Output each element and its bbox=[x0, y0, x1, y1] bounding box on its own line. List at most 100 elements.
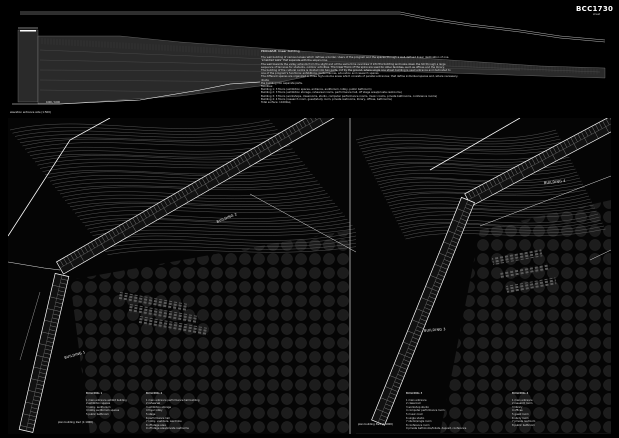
spine-cell-line bbox=[278, 133, 282, 141]
spine-cell-line bbox=[146, 209, 151, 217]
spine-cell-line bbox=[163, 199, 168, 207]
contour-line bbox=[396, 210, 597, 222]
contour-line bbox=[107, 246, 356, 255]
spine-cell-line bbox=[390, 392, 397, 396]
contour-line bbox=[388, 195, 590, 207]
spine-cell-line bbox=[478, 186, 483, 193]
spine-cell-line bbox=[415, 329, 423, 333]
spine-cell-line bbox=[226, 163, 230, 171]
contour-line bbox=[390, 198, 591, 210]
spine-cell-line bbox=[521, 163, 525, 171]
legend-item: 8 public bathroom bbox=[512, 423, 535, 427]
contour-line bbox=[405, 228, 606, 240]
contour-line bbox=[14, 126, 276, 137]
contour-line bbox=[356, 129, 557, 141]
spine-cell-line bbox=[341, 98, 345, 104]
contour-line bbox=[99, 235, 356, 246]
legend-item: 3 exhibition storage bbox=[146, 405, 171, 409]
legend-item: 4 computer performance room bbox=[406, 409, 445, 413]
sheet-subtitle: sheet bbox=[593, 13, 601, 16]
contour-line bbox=[74, 203, 336, 214]
spine-cell-line bbox=[323, 108, 327, 114]
spine-cell-line bbox=[73, 251, 78, 259]
spine-cell-line bbox=[34, 395, 41, 398]
spine-cell-line bbox=[94, 239, 99, 247]
legend-item: 5 public bathroom bbox=[86, 412, 109, 416]
spine-cell-line bbox=[455, 229, 463, 233]
spine-cell-line bbox=[42, 360, 50, 363]
spine-cell-line bbox=[420, 318, 427, 322]
contour-line bbox=[373, 165, 575, 177]
contour-line bbox=[59, 183, 321, 195]
program-paragraph: 'inhabited walls' that separate with the… bbox=[261, 59, 328, 63]
spine-cell-line bbox=[397, 374, 405, 378]
spine-cell-line bbox=[229, 161, 234, 169]
spine-cell-line bbox=[503, 173, 507, 180]
contour-line bbox=[394, 207, 596, 219]
spine-cell-line bbox=[54, 306, 62, 308]
spine-cell-line bbox=[239, 155, 244, 163]
spine-cell-line bbox=[388, 396, 396, 400]
spine-cell-line bbox=[281, 131, 286, 139]
legend-item: 6 single studio bbox=[406, 416, 425, 420]
spine-cell-line bbox=[524, 161, 529, 169]
contour-line bbox=[360, 138, 561, 150]
spine-cell-line bbox=[412, 337, 420, 340]
spine-cell-line bbox=[31, 407, 39, 410]
contour-line bbox=[379, 177, 581, 189]
spine-cell-line bbox=[33, 399, 41, 402]
spine-cell-line bbox=[84, 245, 88, 253]
contour-line bbox=[397, 213, 599, 225]
legend-item: 3 library bbox=[512, 405, 523, 409]
spine-cell-line bbox=[80, 247, 85, 255]
spine-cell-line bbox=[437, 274, 445, 277]
sheet-title: BCC1730 bbox=[576, 5, 614, 13]
spine-cell-line bbox=[379, 418, 387, 422]
spine-cell-line bbox=[605, 118, 610, 125]
spine-cell-line bbox=[38, 376, 46, 379]
spine-cell-line bbox=[91, 241, 95, 249]
spine-cell-line bbox=[577, 133, 582, 140]
program-description: PROGRAM: linear building The wall buildi… bbox=[261, 49, 461, 104]
contour-line bbox=[403, 225, 605, 237]
spine-cell-line bbox=[460, 218, 468, 222]
spine-cell-line bbox=[194, 181, 199, 189]
spine-cell-line bbox=[439, 270, 447, 274]
spine-cell-line bbox=[35, 387, 43, 390]
spine-cell-line bbox=[563, 141, 568, 148]
spine-cell-line bbox=[337, 100, 344, 112]
spine-cell-line bbox=[115, 227, 119, 235]
legend-building-4: BUILDING 4 1 main entrance 2 research ro… bbox=[512, 391, 535, 427]
contour-line bbox=[357, 132, 558, 144]
legend-heading: BUILDING 2 bbox=[146, 391, 163, 395]
spine-cell-line bbox=[153, 205, 158, 213]
spine-cell-line bbox=[542, 152, 546, 159]
contour-line bbox=[361, 141, 563, 153]
spine-cell-line bbox=[215, 169, 220, 177]
spine-cell-line bbox=[434, 281, 442, 285]
spine-cell-line bbox=[63, 257, 68, 265]
contour-line bbox=[9, 119, 271, 131]
spine-cell-line bbox=[464, 207, 472, 211]
spine-cell-line bbox=[403, 359, 411, 363]
legend-item: 4 offices bbox=[512, 409, 523, 413]
spine-cell-line bbox=[535, 156, 539, 163]
program-paragraph: Facilities: bbox=[261, 85, 273, 89]
spine-cell-line bbox=[492, 178, 497, 186]
spine-cell-line bbox=[260, 143, 265, 151]
spine-cell-line bbox=[408, 348, 415, 352]
contour-line bbox=[376, 171, 578, 183]
spine-cell-line bbox=[545, 150, 550, 157]
spine-cell-line bbox=[320, 110, 324, 116]
contour-line bbox=[87, 219, 348, 230]
spine-cell-line bbox=[208, 173, 213, 181]
program-paragraph: Building 3: 3 floors (workshops, classro… bbox=[261, 94, 438, 98]
spine-cell-line bbox=[556, 144, 560, 152]
legend-item: 1 main entrance performance hall buildin… bbox=[146, 398, 200, 402]
program-paragraph: The different spaces are organized in th… bbox=[261, 75, 459, 82]
contour-line bbox=[399, 216, 600, 228]
spine-cell-line bbox=[433, 285, 441, 289]
contour-line bbox=[363, 144, 564, 156]
legend-item: 5 guest room bbox=[512, 412, 529, 416]
spine-cell-line bbox=[236, 157, 241, 165]
